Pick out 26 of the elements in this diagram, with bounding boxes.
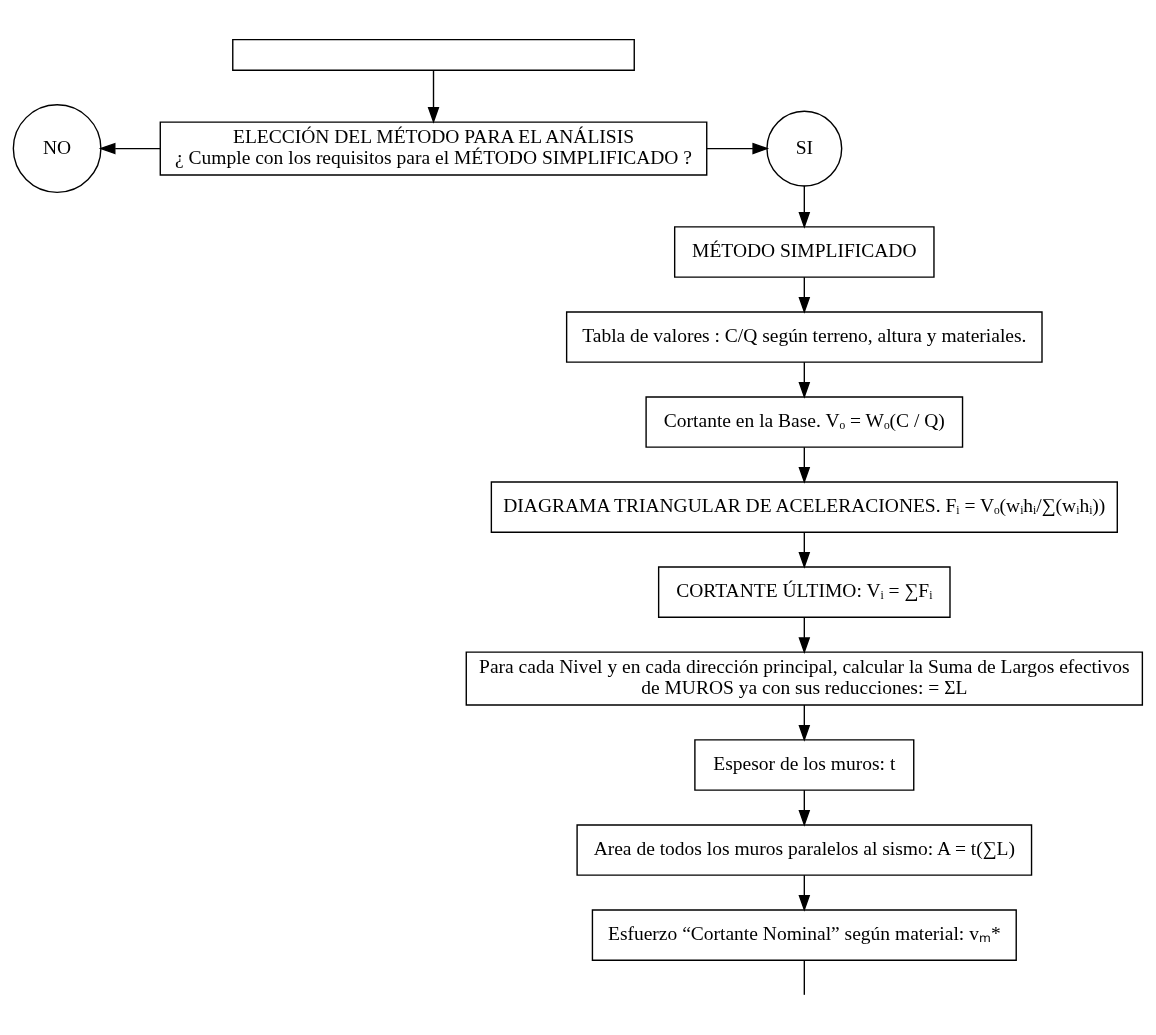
arrow [798, 789, 811, 827]
arrow [798, 531, 811, 569]
connector [803, 959, 805, 995]
node-box: Para cada Nivel y en cada dirección principal, calcular la Suma de Largos efectivos de MUROS ya con sus reducciones: = ΣL [465, 650, 1144, 706]
arrow [427, 69, 440, 124]
node-box [232, 38, 635, 71]
arrow [798, 446, 811, 484]
node-circle: NO [12, 103, 102, 193]
node-circle: SI [766, 110, 843, 187]
arrow [706, 142, 770, 154]
node-box: Esfuerzo “Cortante Nominal” según material: vₘ* [591, 908, 1017, 961]
arrow [98, 142, 161, 154]
arrow [798, 874, 811, 912]
node-box: DIAGRAMA TRIANGULAR DE ACELERACIONES. Fᵢ = Vₒ(wᵢhᵢ/∑(wᵢhᵢ)) [490, 480, 1118, 533]
arrow [798, 184, 811, 229]
arrow [798, 616, 811, 654]
arrow [798, 276, 811, 314]
node-box: ELECCIÓN DEL MÉTODO PARA EL ANÁLISIS ¿ Cumple con los requisitos para el MÉTODO SIMPLIFICADO ? [159, 120, 708, 176]
node-box: Tabla de valores : C/Q según terreno, altura y materiales. [565, 310, 1043, 363]
arrow [798, 703, 811, 742]
node-box: MÉTODO SIMPLIFICADO [674, 225, 935, 278]
node-box: CORTANTE ÚLTIMO: Vᵢ = ∑Fᵢ [657, 565, 951, 618]
node-box: Area de todos los muros paralelos al sismo: A = t(∑L) [576, 823, 1033, 876]
node-box: Espesor de los muros: t [694, 738, 915, 791]
arrow [798, 361, 811, 399]
node-box: Cortante en la Base. Vₒ = Wₒ(C / Q) [645, 395, 964, 448]
